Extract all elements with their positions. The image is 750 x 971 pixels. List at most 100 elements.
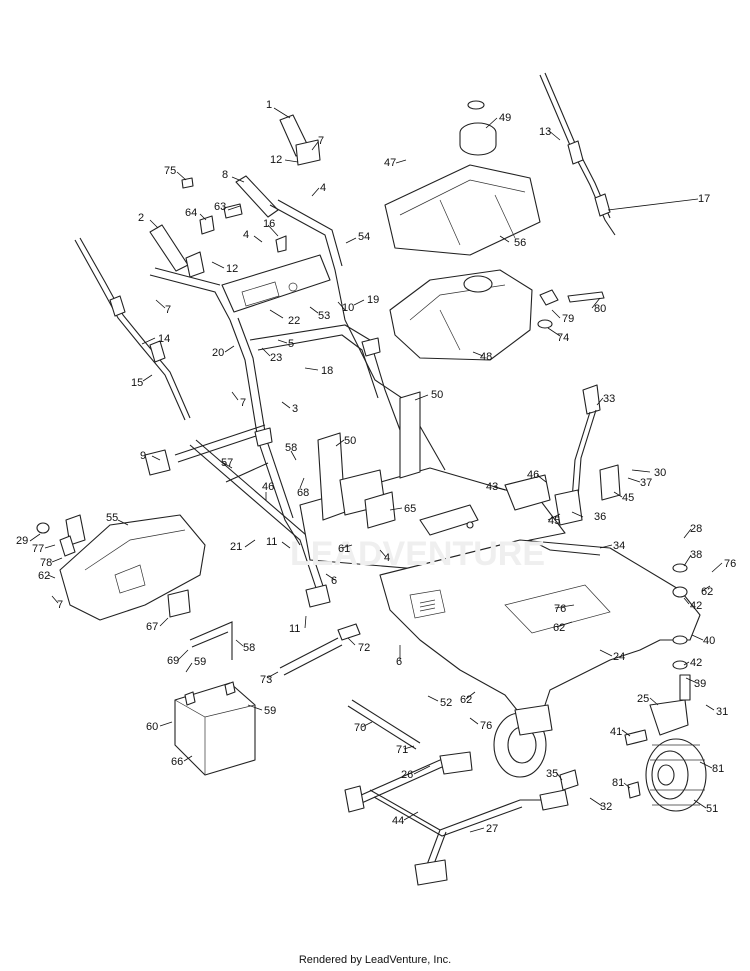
callout-label: 37 [640, 477, 652, 489]
callout-label: 34 [613, 540, 625, 552]
caster-wheel [624, 563, 707, 812]
callout-label: 6 [331, 575, 337, 587]
callout-label: 33 [603, 393, 615, 405]
callout-label: 62 [701, 586, 713, 598]
callout-label: 59 [264, 705, 276, 717]
callout-label: 4 [384, 552, 390, 564]
callout-label: 16 [263, 218, 275, 230]
callout-label: 54 [358, 231, 370, 243]
callout-label: 78 [40, 557, 52, 569]
callout-label: 76 [554, 603, 566, 615]
callout-label: 60 [146, 721, 158, 733]
callout-label: 30 [654, 467, 666, 479]
callout-label: 48 [480, 351, 492, 363]
callout-label: 77 [32, 543, 44, 555]
callout-label: 70 [354, 722, 366, 734]
callout-label: 76 [724, 558, 736, 570]
footer-credit: Rendered by LeadVenture, Inc. [298, 954, 452, 966]
callout-label: 53 [318, 310, 330, 322]
callout-label: 35 [546, 768, 558, 780]
callout-label: 46 [527, 469, 539, 481]
callout-label: 12 [270, 154, 282, 166]
callout-label: 49 [499, 112, 511, 124]
belt-cover [36, 514, 206, 621]
callout-label: 23 [270, 352, 282, 364]
callout-label: 32 [600, 801, 612, 813]
callout-label: 4 [320, 182, 326, 194]
front-wheel [493, 704, 553, 778]
fuel-tank-shroud [384, 100, 541, 256]
callout-label: 46 [262, 481, 274, 493]
callout-label: 36 [594, 511, 606, 523]
callout-label: 14 [158, 333, 170, 345]
callout-label: 41 [610, 726, 622, 738]
callout-label: 39 [694, 678, 706, 690]
callout-label: 63 [214, 201, 226, 213]
callout-label: 11 [266, 536, 277, 548]
callout-label: 80 [594, 303, 606, 315]
callout-label: 58 [243, 642, 255, 654]
callout-label: 42 [690, 657, 702, 669]
callout-label: 40 [703, 635, 715, 647]
callout-label: 10 [342, 302, 354, 314]
callout-label: 25 [637, 693, 649, 705]
callout-label: 73 [260, 674, 272, 686]
callout-label: 43 [486, 481, 498, 493]
callout-label: 7 [57, 599, 63, 611]
callout-label: 62 [553, 622, 565, 634]
callout-label: 5 [288, 338, 294, 350]
callout-label: 66 [171, 756, 183, 768]
callout-label: 7 [318, 135, 324, 147]
fuel-tank [389, 269, 605, 361]
callout-label: 52 [440, 697, 452, 709]
callout-label: 42 [690, 600, 702, 612]
callout-label: 51 [706, 803, 718, 815]
callout-label: 50 [344, 435, 356, 447]
cables [74, 72, 616, 421]
callout-label: 69 [167, 655, 179, 667]
callout-label: 67 [146, 621, 158, 633]
callout-label: 61 [338, 543, 350, 555]
callout-label: 9 [140, 450, 146, 462]
callout-label: 22 [288, 315, 300, 327]
callout-label: 26 [401, 769, 413, 781]
callout-label: 8 [222, 169, 228, 181]
linkage [344, 751, 579, 886]
callout-label: 1 [266, 99, 272, 111]
callout-label: 81 [712, 763, 724, 775]
callout-label: 2 [138, 212, 144, 224]
callout-label: 12 [226, 263, 238, 275]
callout-label: 44 [392, 815, 404, 827]
callout-label: 17 [698, 193, 710, 205]
callout-label: 75 [164, 165, 176, 177]
upper-handle [149, 114, 346, 321]
callout-label: 64 [185, 207, 197, 219]
callout-label: 28 [690, 523, 702, 535]
callout-label: 62 [38, 570, 50, 582]
callout-label: 57 [221, 457, 233, 469]
callout-label: 4 [243, 229, 249, 241]
callout-label: 11 [289, 623, 300, 635]
callout-label: 45 [622, 492, 634, 504]
callout-label: 6 [396, 656, 402, 668]
callout-label: 20 [212, 347, 224, 359]
watermark: LEADVENTURE [290, 535, 545, 573]
callout-label: 79 [562, 313, 574, 325]
callout-label: 58 [285, 442, 297, 454]
callout-label: 71 [396, 744, 408, 756]
callout-label: 59 [194, 656, 206, 668]
callout-label: 27 [486, 823, 498, 835]
callout-label: 74 [557, 332, 569, 344]
callout-label: 76 [480, 720, 492, 732]
callout-label: 3 [292, 403, 298, 415]
callout-label: 19 [367, 294, 379, 306]
rods [279, 623, 421, 750]
leader-lines [29, 107, 723, 833]
callout-label: 7 [165, 304, 171, 316]
callout-label: 68 [297, 487, 309, 499]
main-deck [299, 391, 701, 721]
callout-label: 7 [240, 397, 246, 409]
callout-label: 55 [106, 512, 118, 524]
